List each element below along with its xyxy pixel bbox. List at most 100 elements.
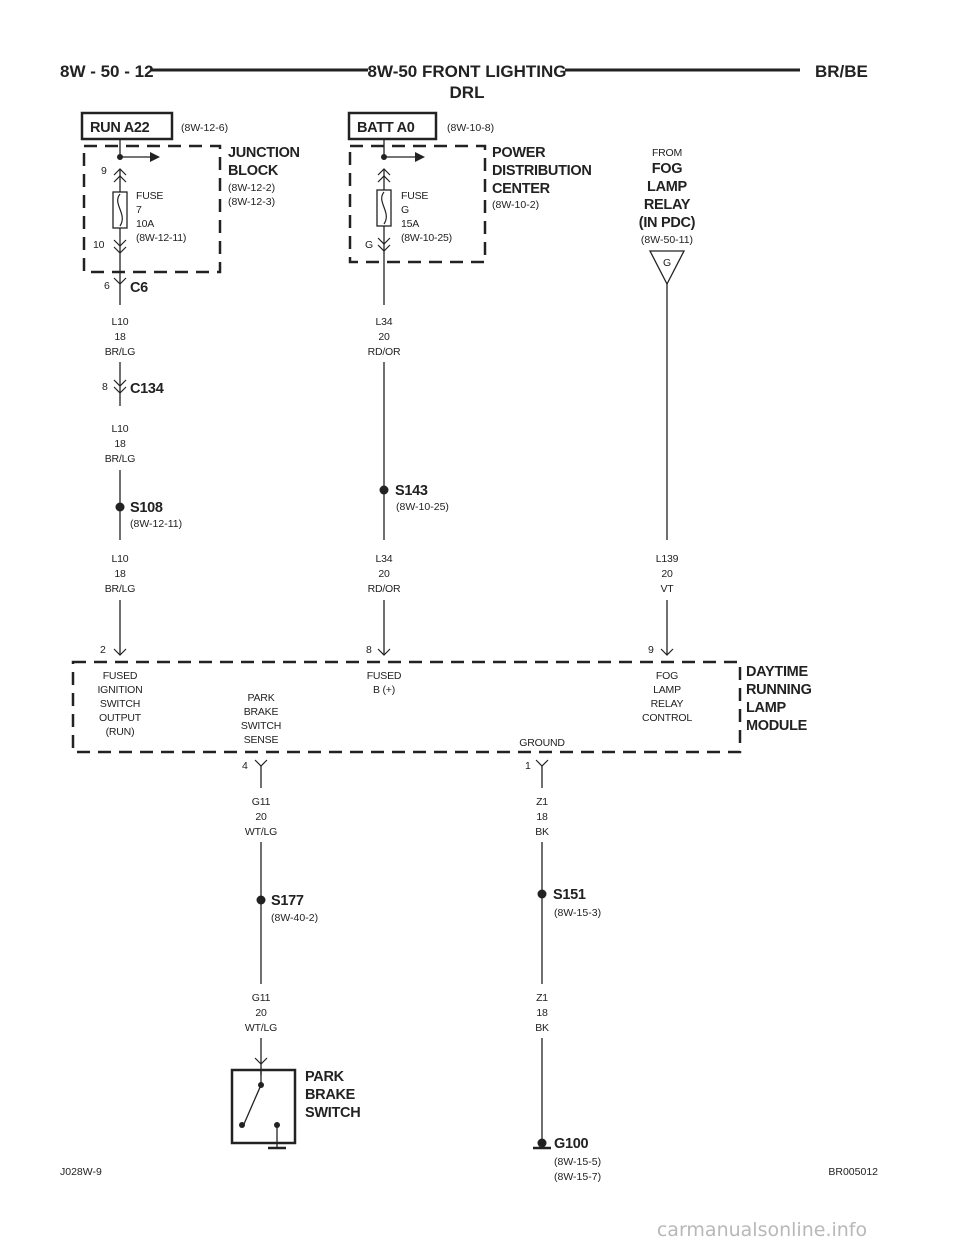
jb-pin-out: 10	[93, 239, 105, 251]
fog-relay-name-1: FOG	[652, 161, 683, 177]
pin9-label-3: RELAY	[651, 698, 684, 710]
watermark-text: carmanualsonline.info	[657, 1219, 867, 1241]
drl-pin2-terminal-icon	[113, 648, 127, 656]
pdc-outline	[348, 144, 487, 264]
l10-a-circuit: L10	[112, 316, 129, 328]
fuse-7-element-icon	[117, 193, 123, 227]
l139-circuit: L139	[656, 553, 679, 565]
pin4-label-2: BRAKE	[244, 706, 279, 718]
fuse-7-line-3: 10A	[136, 218, 154, 230]
fog-relay-name-2: LAMP	[647, 179, 688, 195]
page-number: 8W - 50 - 12	[60, 62, 154, 81]
g11-a-gauge: 20	[255, 811, 267, 823]
s177-splice-icon	[256, 895, 266, 905]
drl-module-name-2: RUNNING	[746, 682, 812, 698]
g11-a-circuit: G11	[252, 796, 271, 808]
l139-gauge: 20	[661, 568, 673, 580]
c134-connector-icon	[113, 379, 127, 394]
jb-pin-in: 9	[101, 165, 107, 177]
pin4-label-3: SWITCH	[241, 720, 281, 732]
drl-module-name-1: DAYTIME	[746, 664, 808, 680]
run-source-label: RUN A22	[90, 120, 150, 136]
fog-relay-ref: (8W-50-11)	[641, 234, 693, 246]
footer-right-code: BR005012	[828, 1166, 878, 1178]
pdc-pin-out-terminal-icon	[377, 237, 391, 252]
fuse-g-line-1: FUSE	[401, 190, 428, 202]
s108-label: S108	[130, 500, 163, 516]
s151-label: S151	[553, 887, 586, 903]
run-bus-arrow-icon	[150, 152, 160, 162]
l10-b-circuit: L10	[112, 423, 129, 435]
drl-pin1: 1	[525, 760, 531, 772]
drl-module-outline	[71, 660, 742, 754]
park-brake-contact-left	[239, 1122, 245, 1128]
z1-a-color: BK	[535, 826, 549, 838]
park-brake-connector-icon	[254, 1057, 268, 1065]
fuse-g-line-3: 15A	[401, 218, 419, 230]
l34-a-circuit: L34	[376, 316, 393, 328]
pin2-label-4: OUTPUT	[99, 712, 142, 724]
z1-b-color: BK	[535, 1022, 549, 1034]
s151-ref: (8W-15-3)	[554, 907, 601, 919]
fog-relay-name-4: (IN PDC)	[639, 215, 696, 231]
c134-label: C134	[130, 381, 164, 397]
g100-ref-2: (8W-15-7)	[554, 1171, 601, 1183]
pin2-label-2: IGNITION	[97, 684, 142, 696]
z1-b-circuit: Z1	[536, 992, 548, 1004]
pin9-label-1: FOG	[656, 670, 678, 682]
drl-pin4-terminal-icon	[254, 759, 268, 767]
junction-block-name-1: JUNCTION	[228, 145, 300, 161]
s143-label: S143	[395, 483, 428, 499]
g11-b-gauge: 20	[255, 1007, 267, 1019]
fuse-7-line-2: 7	[136, 204, 142, 216]
fog-relay-terminal-icon	[648, 250, 686, 286]
batt-source-ref: (8W-10-8)	[447, 122, 494, 134]
g100-ref-1: (8W-15-5)	[554, 1156, 601, 1168]
park-brake-name-3: SWITCH	[305, 1105, 360, 1121]
l34-b-gauge: 20	[378, 568, 390, 580]
c6-pin: 6	[104, 280, 110, 292]
park-brake-name-1: PARK	[305, 1069, 345, 1085]
l34-a-color: RD/OR	[368, 346, 401, 358]
l139-color: VT	[660, 583, 674, 595]
g100-ground-node	[537, 1138, 547, 1148]
page-subtitle: DRL	[450, 83, 485, 102]
junction-block-ref-2: (8W-12-3)	[228, 196, 275, 208]
l10-a-color: BR/LG	[105, 346, 136, 358]
park-brake-switch-blade-icon	[243, 1084, 262, 1125]
z1-a-gauge: 18	[536, 811, 548, 823]
junction-block-outline	[82, 144, 222, 274]
drl-pin2: 2	[100, 644, 106, 656]
batt-source-label: BATT A0	[357, 120, 415, 136]
pdc-name-1: POWER	[492, 145, 546, 161]
s177-ref: (8W-40-2)	[271, 912, 318, 924]
drl-pin4: 4	[242, 760, 248, 772]
fog-from-label: FROM	[652, 147, 682, 159]
g11-a-color: WT/LG	[245, 826, 277, 838]
l34-b-color: RD/OR	[368, 583, 401, 595]
s151-splice-icon	[537, 889, 547, 899]
l34-a-gauge: 20	[378, 331, 390, 343]
s177-label: S177	[271, 893, 304, 909]
pin9-label-2: LAMP	[653, 684, 681, 696]
park-brake-switch-box	[230, 1068, 297, 1145]
fuse-g-element-icon	[381, 191, 387, 225]
s108-ref: (8W-12-11)	[130, 518, 182, 530]
junction-block-ref-1: (8W-12-2)	[228, 182, 275, 194]
fuse-7-line-4: (8W-12-11)	[136, 232, 186, 244]
junction-block-name-2: BLOCK	[228, 163, 279, 179]
drl-module-name-4: MODULE	[746, 718, 808, 734]
l10-c-circuit: L10	[112, 553, 129, 565]
pdc-ref: (8W-10-2)	[492, 199, 539, 211]
pin8-label-2: B (+)	[373, 684, 395, 696]
footer-left-code: J028W-9	[60, 1166, 102, 1178]
l10-a-gauge: 18	[114, 331, 126, 343]
page-title: 8W-50 FRONT LIGHTING	[368, 62, 567, 81]
pin2-label-1: FUSED	[103, 670, 138, 682]
pdc-pin-out: G	[365, 239, 373, 251]
pin4-label-4: SENSE	[244, 734, 279, 746]
s143-ref: (8W-10-25)	[396, 501, 449, 513]
fuse-g-line-4: (8W-10-25)	[401, 232, 452, 244]
s108-splice-icon	[115, 502, 125, 512]
batt-source-box	[347, 111, 438, 141]
